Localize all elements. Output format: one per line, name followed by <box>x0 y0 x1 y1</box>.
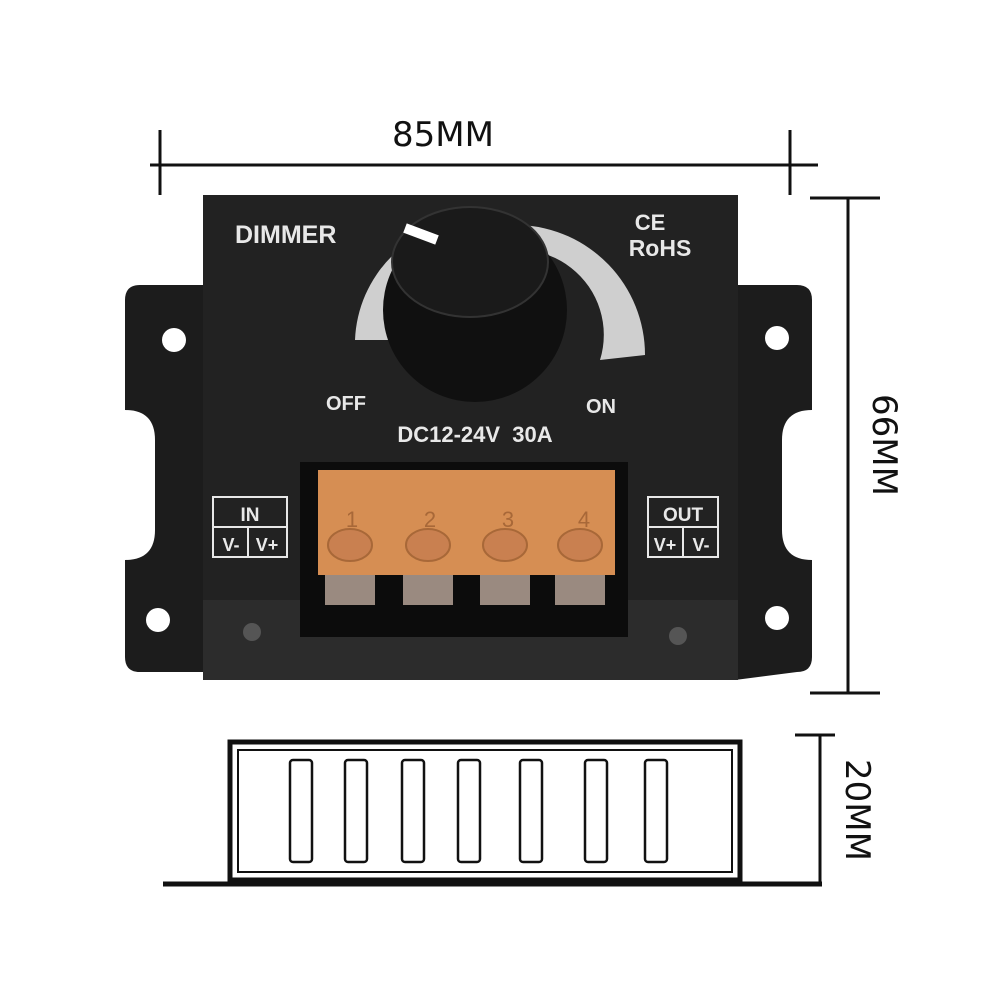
terminal-screws <box>325 575 605 605</box>
input-label-box <box>212 496 288 558</box>
rohs-mark: RoHS <box>629 235 692 261</box>
terminal-screw-heads <box>327 528 603 562</box>
output-negative: V- <box>692 535 709 555</box>
screw-icon <box>669 627 687 645</box>
output-title: OUT <box>663 505 704 526</box>
mounting-hole <box>146 608 170 632</box>
knob-indicator <box>403 223 439 245</box>
right-mounting-flange <box>735 285 812 680</box>
rating-label: DC12-24V 30A <box>397 422 552 447</box>
width-dimension: 85MM <box>150 115 818 195</box>
side-view <box>163 739 822 887</box>
off-label: OFF <box>326 393 366 415</box>
left-mounting-flange <box>125 285 210 672</box>
dimmer-title: DIMMER <box>235 221 336 249</box>
ce-mark: CE <box>635 210 666 235</box>
input-title: IN <box>241 505 260 526</box>
mounting-hole <box>765 326 789 350</box>
terminal-number: 2 <box>424 507 436 532</box>
depth-label: 20MM <box>837 759 877 861</box>
input-negative: V- <box>222 535 239 555</box>
output-label-box <box>647 496 719 558</box>
input-positive: V+ <box>256 535 279 555</box>
terminal-number: 1 <box>346 507 358 532</box>
height-label: 66MM <box>864 394 904 496</box>
screw-icon <box>243 623 261 641</box>
terminal-number: 3 <box>502 507 514 532</box>
mounting-hole <box>765 606 789 630</box>
height-dimension: 66MM <box>810 196 904 695</box>
output-positive: V+ <box>654 535 677 555</box>
on-label: ON <box>586 396 616 418</box>
width-label: 85MM <box>392 115 494 155</box>
mounting-hole <box>162 328 186 352</box>
terminal-number: 4 <box>578 507 590 532</box>
depth-dimension: 20MM <box>795 733 877 884</box>
